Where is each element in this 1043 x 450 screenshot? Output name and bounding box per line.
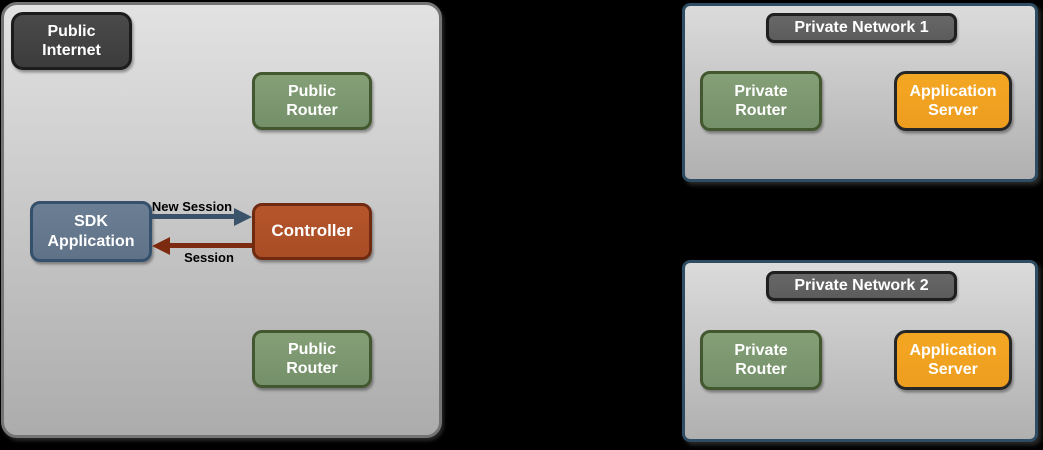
sdk-application-node: SDK Application (30, 201, 152, 262)
new-session-arrow-label: New Session (151, 199, 233, 214)
controller-node: Controller (252, 203, 372, 260)
private-network-2-title: Private Network 2 (766, 271, 957, 301)
public-router-bottom-node: Public Router (252, 330, 372, 388)
application-server-2-node: Application Server (894, 330, 1012, 390)
private-network-1-title: Private Network 1 (766, 13, 957, 43)
new-session-arrow-shaft (152, 214, 234, 219)
new-session-arrowhead-icon (234, 208, 252, 226)
private-router-1-node: Private Router (700, 71, 822, 131)
private-router-2-node: Private Router (700, 330, 822, 390)
session-arrowhead-icon (152, 237, 170, 255)
private-network-1-panel: Private Network 1 Private Router Applica… (682, 3, 1038, 182)
public-internet-panel: Public Internet Public Router SDK Applic… (1, 2, 442, 438)
public-internet-label: Public Internet (11, 12, 132, 70)
public-router-top-node: Public Router (252, 72, 372, 130)
application-server-1-node: Application Server (894, 71, 1012, 131)
session-arrow-label: Session (184, 250, 234, 265)
private-network-2-panel: Private Network 2 Private Router Applica… (682, 260, 1038, 442)
session-arrow-shaft (168, 243, 252, 248)
